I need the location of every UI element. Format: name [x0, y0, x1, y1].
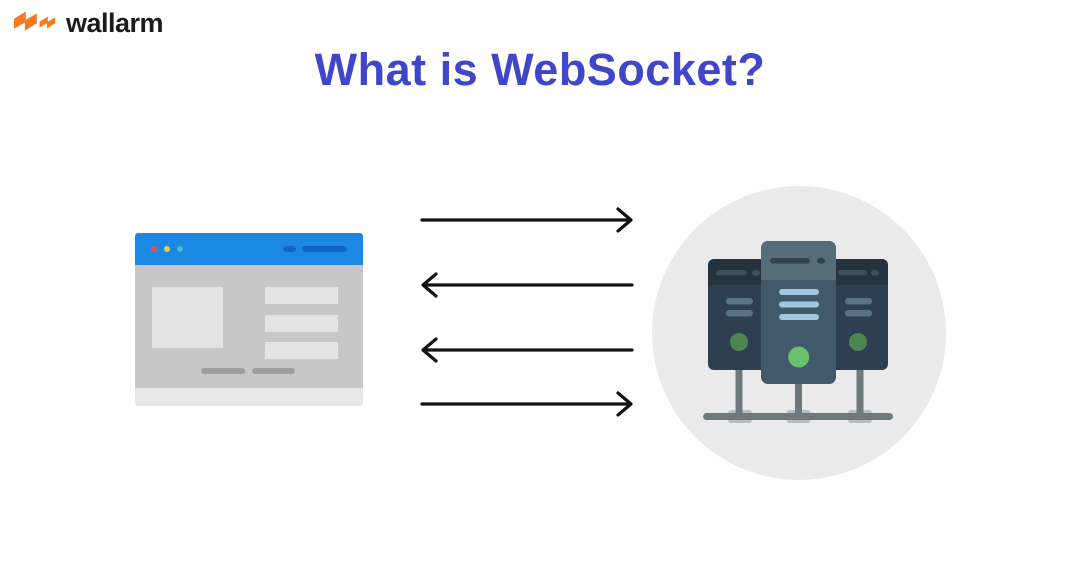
server-led-center — [788, 346, 810, 368]
browser-titlebar — [135, 233, 363, 265]
browser-footer-bar — [135, 388, 363, 406]
network-legs — [735, 356, 864, 416]
arrow-server-to-client-2 — [421, 337, 634, 363]
arrow-client-to-server-1 — [420, 207, 633, 233]
content-placeholder-pill — [201, 368, 245, 374]
browser-window-illustration — [135, 233, 363, 406]
content-placeholder-square — [152, 287, 223, 348]
window-dot-yellow-icon — [164, 246, 170, 252]
message-arrows — [420, 207, 634, 417]
window-dot-cyan-icon — [177, 246, 183, 252]
network-bus-line — [703, 413, 893, 420]
server-tower-left — [708, 259, 772, 370]
wallarm-logo: wallarm — [13, 8, 164, 38]
arrow-client-to-server-2 — [420, 391, 633, 417]
titlebar-pill-short — [283, 246, 296, 252]
content-placeholder-bar — [265, 287, 338, 304]
wallarm-logo-text: wallarm — [66, 8, 164, 38]
content-placeholder-bar — [265, 315, 338, 332]
content-placeholder-pill — [252, 368, 295, 374]
browser-content-area — [135, 265, 363, 388]
arrow-server-to-client-1 — [421, 272, 634, 298]
server-tower-center — [761, 241, 836, 384]
server-led-right — [849, 333, 867, 351]
titlebar-pill-long — [302, 246, 347, 252]
content-placeholder-bar — [265, 342, 338, 359]
server-tower-right — [824, 259, 888, 370]
window-dot-red-icon — [151, 246, 157, 252]
page-title: What is WebSocket? — [314, 44, 766, 95]
server-cluster-illustration — [652, 186, 946, 480]
wallarm-logo-icon — [13, 11, 56, 31]
server-led-left — [730, 333, 748, 351]
